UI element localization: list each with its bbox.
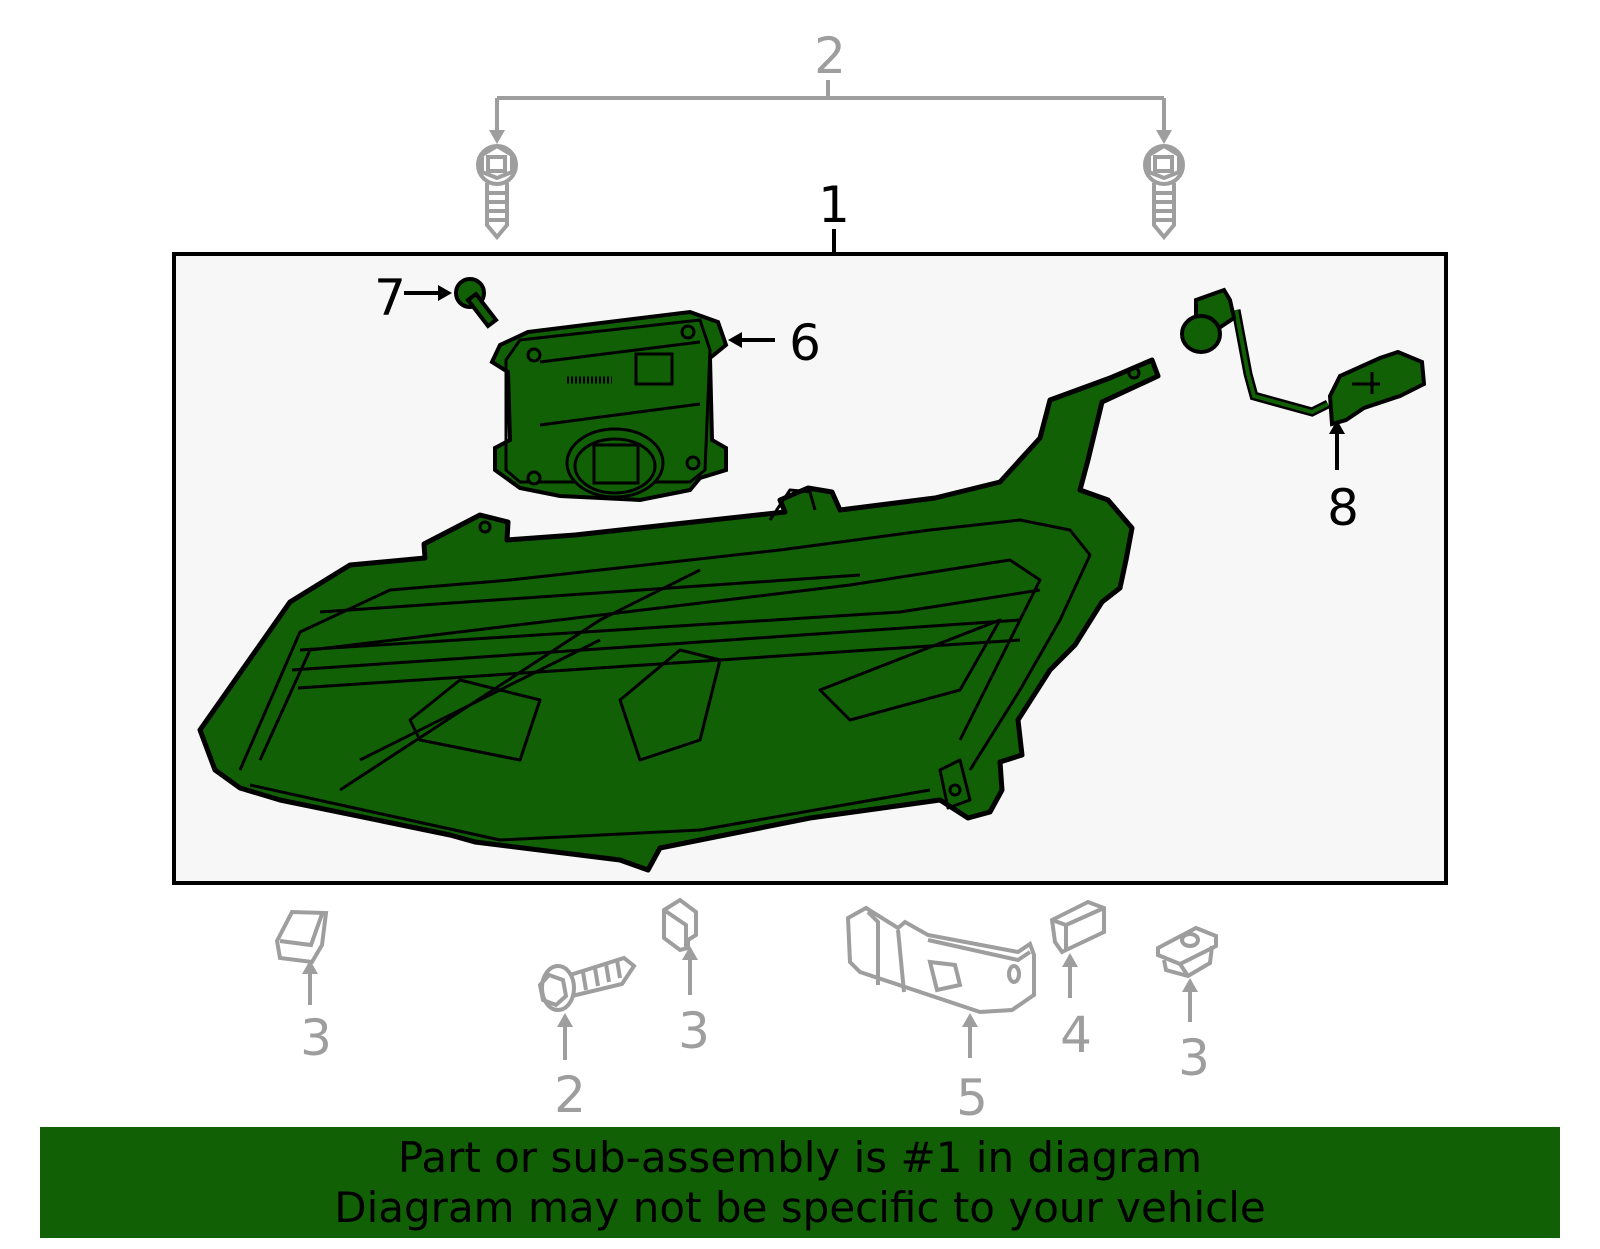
callout-label-1: 1 <box>818 176 850 234</box>
callout-label-3-c: 3 <box>1178 1029 1210 1087</box>
callout-1: 1 <box>818 176 850 253</box>
upper-screw-left-icon[interactable] <box>476 143 518 241</box>
callout-label-5: 5 <box>956 1069 988 1127</box>
clip-d-icon[interactable] <box>1156 925 1218 979</box>
callout-label-4: 4 <box>1060 1006 1092 1064</box>
banner-line-2: Diagram may not be specific to your vehi… <box>334 1182 1266 1232</box>
banner-line-1: Part or sub-assembly is #1 in diagram <box>397 1132 1203 1182</box>
callout-3-b: 3 <box>678 946 710 1060</box>
callout-label-3-a: 3 <box>300 1009 332 1067</box>
callout-5: 5 <box>956 1013 988 1127</box>
bulb-socket-harness-icon[interactable] <box>1180 287 1427 427</box>
headlamp-assembly-icon[interactable]: L <box>197 357 1161 873</box>
clip-c-icon[interactable] <box>1049 899 1106 955</box>
clip-b-icon[interactable] <box>662 897 698 953</box>
callout-label-7: 7 <box>374 269 406 327</box>
callout-6: 6 <box>728 314 821 372</box>
control-module-icon[interactable] <box>489 309 729 503</box>
callout-label-6: 6 <box>789 314 821 372</box>
callout-3-c: 3 <box>1178 978 1210 1087</box>
callout-7: 7 <box>374 269 452 327</box>
callout-label-8: 8 <box>1327 479 1359 537</box>
module-screw-icon[interactable] <box>454 277 499 329</box>
callout-2-bottom: 2 <box>554 1013 586 1124</box>
callout-label-3-b: 3 <box>678 1002 710 1060</box>
callout-8: 8 <box>1327 420 1359 537</box>
callout-3-a: 3 <box>300 960 332 1067</box>
callout-label-2-bottom: 2 <box>554 1066 586 1124</box>
callout-4: 4 <box>1060 953 1092 1064</box>
callout-label-2-top: 2 <box>814 27 846 85</box>
info-banner: Part or sub-assembly is #1 in diagram Di… <box>40 1127 1560 1238</box>
upper-screw-right-icon[interactable] <box>1143 143 1185 241</box>
bracket-icon[interactable] <box>845 905 1036 1015</box>
clip-a-icon[interactable] <box>274 909 329 965</box>
callout-2-top: 2 <box>489 27 1172 144</box>
lower-screw-icon[interactable] <box>537 955 637 1012</box>
